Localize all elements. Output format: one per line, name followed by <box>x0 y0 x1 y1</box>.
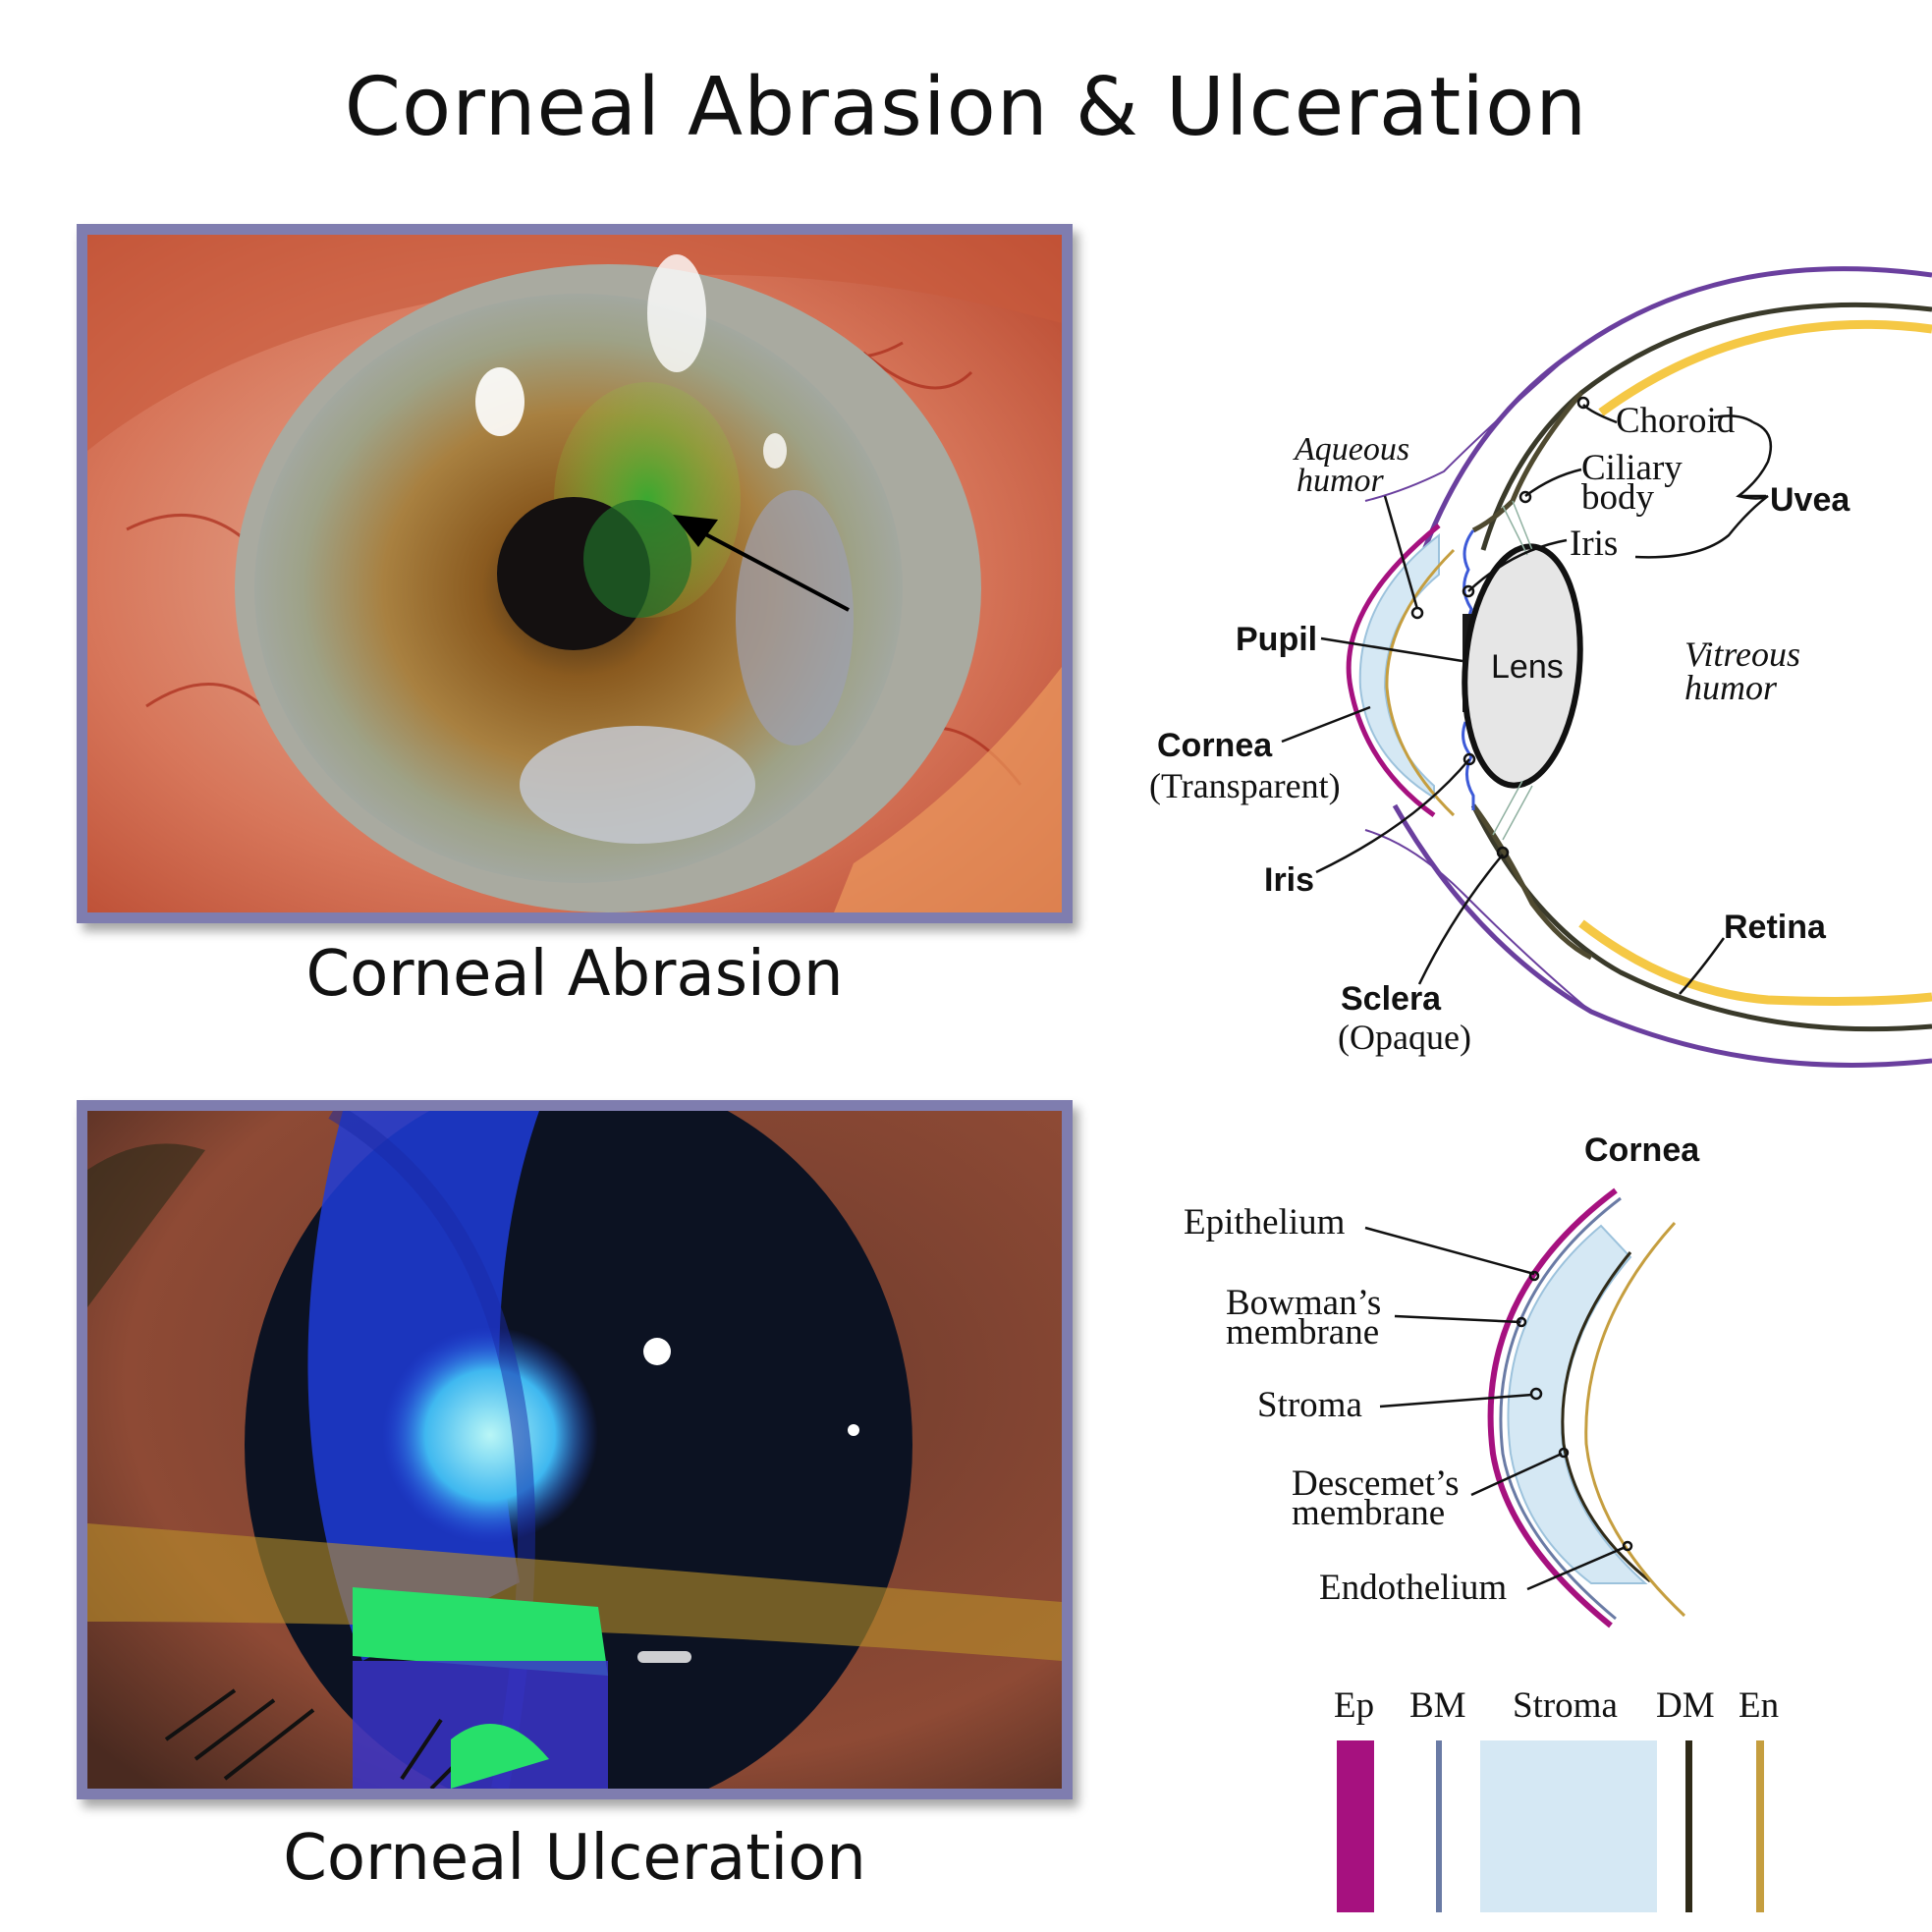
choroid-leader <box>1582 404 1618 424</box>
ciliary-body-bottom <box>1470 803 1593 961</box>
anterior-sclera-line <box>1364 353 1573 502</box>
key-dm-swatch <box>1685 1740 1692 1912</box>
choroid-layer <box>1480 302 1932 551</box>
iris-top-marker <box>1462 584 1475 598</box>
epithelium-marker <box>1528 1270 1540 1282</box>
lens-shape <box>1462 543 1583 789</box>
retina-layer <box>1598 319 1932 416</box>
cornea-note: (Transparent) <box>1149 766 1341 805</box>
epithelium-label: Epithelium <box>1184 1202 1346 1242</box>
iris-bottom-shape <box>1462 721 1475 810</box>
stroma-label: Stroma <box>1257 1385 1362 1425</box>
ciliary-body-top <box>1471 391 1583 533</box>
sclera-note: (Opaque) <box>1338 1018 1471 1057</box>
cornea-endothelium <box>1385 548 1456 817</box>
iris-bottom-label: Iris <box>1264 861 1314 899</box>
aqueous-label-2: humor <box>1297 463 1385 499</box>
ulceration-photo <box>87 1111 1062 1789</box>
key-stroma-label: Stroma <box>1513 1685 1618 1726</box>
stroma-marker <box>1529 1387 1543 1401</box>
key-dm-label: DM <box>1656 1685 1715 1726</box>
iris-top-leader <box>1467 538 1568 592</box>
key-ep-label: Ep <box>1334 1685 1374 1726</box>
iris-bottom-leader <box>1315 758 1470 874</box>
ciliary-label-2: body <box>1581 477 1655 518</box>
choroid-marker <box>1576 396 1590 410</box>
page-title: Corneal Abrasion & Ulceration <box>344 61 1588 154</box>
vitreous-label-2: humor <box>1684 668 1778 707</box>
endothelium-marker <box>1622 1540 1633 1552</box>
zonule-fibers <box>1492 500 1533 841</box>
cornea-detail-bowmans <box>1499 1196 1622 1621</box>
cornea-stroma <box>1358 532 1440 800</box>
cornea-label: Cornea <box>1157 727 1273 764</box>
descemets-leader <box>1470 1452 1563 1497</box>
lens-label: Lens <box>1491 648 1564 686</box>
anterior-sclera-line-bottom <box>1364 829 1592 1013</box>
key-bm-swatch <box>1436 1740 1442 1912</box>
key-en-label: En <box>1739 1685 1779 1726</box>
cornea-detail-epithelium <box>1487 1187 1618 1628</box>
descemets-label-1: Descemet’s <box>1292 1463 1460 1504</box>
cornea-epithelium <box>1346 524 1441 818</box>
descemets-label-2: membrane <box>1292 1493 1445 1533</box>
uvea-brace <box>1634 414 1773 559</box>
abrasion-photo-frame <box>77 224 1073 923</box>
stroma-leader <box>1379 1393 1533 1408</box>
bowmans-label-2: membrane <box>1226 1312 1379 1352</box>
endothelium-label: Endothelium <box>1319 1568 1507 1608</box>
cornea-heading: Cornea <box>1584 1132 1700 1169</box>
iris-top-label: Iris <box>1570 524 1618 564</box>
bowmans-label-1: Bowman’s <box>1226 1283 1381 1323</box>
bowmans-marker <box>1516 1316 1527 1328</box>
pupil-label: Pupil <box>1236 621 1317 658</box>
key-ep-swatch <box>1337 1740 1374 1912</box>
retina-layer-bottom <box>1578 919 1932 1006</box>
aqueous-leader <box>1383 495 1419 610</box>
bowmans-leader <box>1394 1314 1521 1324</box>
retina-label: Retina <box>1724 909 1827 946</box>
cornea-detail-descemets <box>1561 1251 1651 1583</box>
vitreous-label-1: Vitreous <box>1684 635 1800 674</box>
key-stroma-swatch <box>1480 1740 1657 1912</box>
sclera-leader <box>1417 854 1504 985</box>
iris-bottom-marker <box>1463 752 1476 766</box>
endothelium-leader <box>1526 1545 1627 1591</box>
epithelium-leader <box>1364 1226 1535 1276</box>
cornea-leader <box>1281 705 1371 744</box>
ulceration-caption: Corneal Ulceration <box>283 1822 866 1895</box>
choroid-label: Choroid <box>1616 401 1736 441</box>
uvea-label: Uvea <box>1770 481 1850 519</box>
ciliary-marker <box>1518 490 1532 504</box>
sclera-outer-layer-bottom <box>1392 803 1932 1068</box>
ulceration-photo-frame <box>77 1100 1073 1799</box>
sclera-marker <box>1496 846 1510 859</box>
abrasion-photo <box>87 235 1062 912</box>
ciliary-label-1: Ciliary <box>1581 448 1683 488</box>
sclera-outer-layer <box>1421 266 1932 551</box>
retina-leader <box>1679 937 1726 995</box>
aqueous-label-1: Aqueous <box>1293 431 1409 468</box>
abrasion-caption: Corneal Abrasion <box>305 938 844 1011</box>
sclera-label: Sclera <box>1341 980 1442 1018</box>
iris-top-shape <box>1463 529 1475 630</box>
key-bm-label: BM <box>1409 1685 1466 1726</box>
aqueous-marker <box>1410 606 1424 620</box>
cornea-detail-endothelium <box>1584 1221 1686 1618</box>
key-en-swatch <box>1756 1740 1764 1912</box>
pupil-leader <box>1320 636 1463 663</box>
descemets-marker <box>1558 1447 1570 1459</box>
